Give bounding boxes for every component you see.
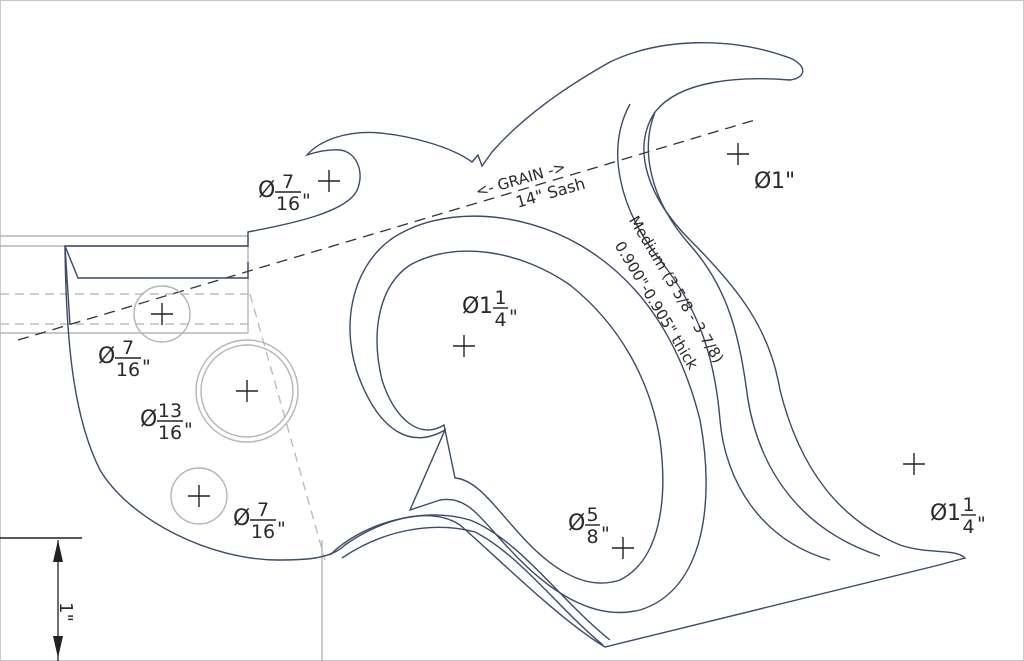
- diameter-denominator: 16: [251, 521, 275, 543]
- blade-outline: [0, 235, 249, 334]
- grain-line: [17, 119, 756, 341]
- scale-indicator: 1": [0, 537, 82, 661]
- diameter-denominator: 16: [158, 422, 182, 444]
- diameter-symbol: Ø: [754, 169, 771, 194]
- diameter-symbol: Ø: [462, 294, 479, 319]
- center-mark-1: [318, 170, 340, 192]
- diameter-numerator: 5: [586, 504, 598, 526]
- diameter-denominator: 4: [962, 516, 974, 538]
- handle-offset-lower-2: [341, 526, 604, 646]
- handle-offset-lower: [329, 514, 611, 641]
- center-mark-2: [151, 303, 173, 325]
- center-mark-7: [727, 143, 749, 165]
- diameter-unit: ": [509, 306, 518, 328]
- diameter-numerator: 1: [494, 287, 506, 309]
- diameter-unit: ": [977, 513, 986, 535]
- diameter-numerator: 1: [962, 494, 974, 516]
- diameter-numerator: 7: [257, 499, 269, 521]
- diameter-symbol: Ø: [930, 501, 947, 526]
- hand-hole-inner: [376, 250, 664, 584]
- diameter-unit: ": [785, 169, 795, 194]
- center-mark-5: [453, 335, 475, 357]
- diameter-numerator: 7: [282, 171, 294, 193]
- bolt-hole-3: [170, 467, 228, 525]
- diameter-unit: ": [184, 419, 193, 441]
- center-mark-3: [236, 380, 258, 402]
- center-mark-6: [612, 537, 634, 559]
- handle-outer-outline: [64, 42, 967, 648]
- horn-inner-outline: [647, 111, 881, 557]
- diameter-denominator: 8: [586, 526, 598, 548]
- diameter-numerator: 7: [122, 337, 134, 359]
- diameter-unit: ": [302, 190, 311, 212]
- center-mark-4: [188, 485, 210, 507]
- handle-front-edge: [64, 245, 71, 326]
- diameter-denominator: 16: [276, 193, 300, 215]
- diameter-unit: ": [601, 523, 610, 545]
- hole-centers: [151, 143, 925, 559]
- scale-label: 1": [55, 602, 76, 622]
- diameter-whole: 1: [479, 294, 493, 319]
- diameter-unit: ": [277, 518, 286, 540]
- diameter-whole: 1: [947, 501, 961, 526]
- bolt-hole-2-outer: [195, 339, 299, 443]
- center-mark-8: [903, 453, 925, 475]
- diameter-whole: 1: [771, 169, 785, 194]
- blade-dashed-outline: [0, 293, 326, 561]
- diameter-numerator: 13: [158, 400, 182, 422]
- diameter-symbol: Ø: [98, 344, 115, 369]
- diameter-unit: ": [142, 356, 151, 378]
- diameter-denominator: 4: [494, 309, 506, 331]
- diameter-symbol: Ø: [140, 407, 157, 432]
- hand-hole-outer: [349, 215, 707, 614]
- blade-edge: [64, 245, 249, 279]
- diameter-symbol: Ø: [258, 178, 275, 203]
- horn-outline: [617, 103, 831, 561]
- bolt-hole-1: [133, 285, 191, 343]
- diameter-denominator: 16: [116, 359, 140, 381]
- diameter-symbol: Ø: [233, 506, 250, 531]
- diameter-symbol: Ø: [568, 511, 585, 536]
- bolt-hole-2-inner: [200, 344, 294, 438]
